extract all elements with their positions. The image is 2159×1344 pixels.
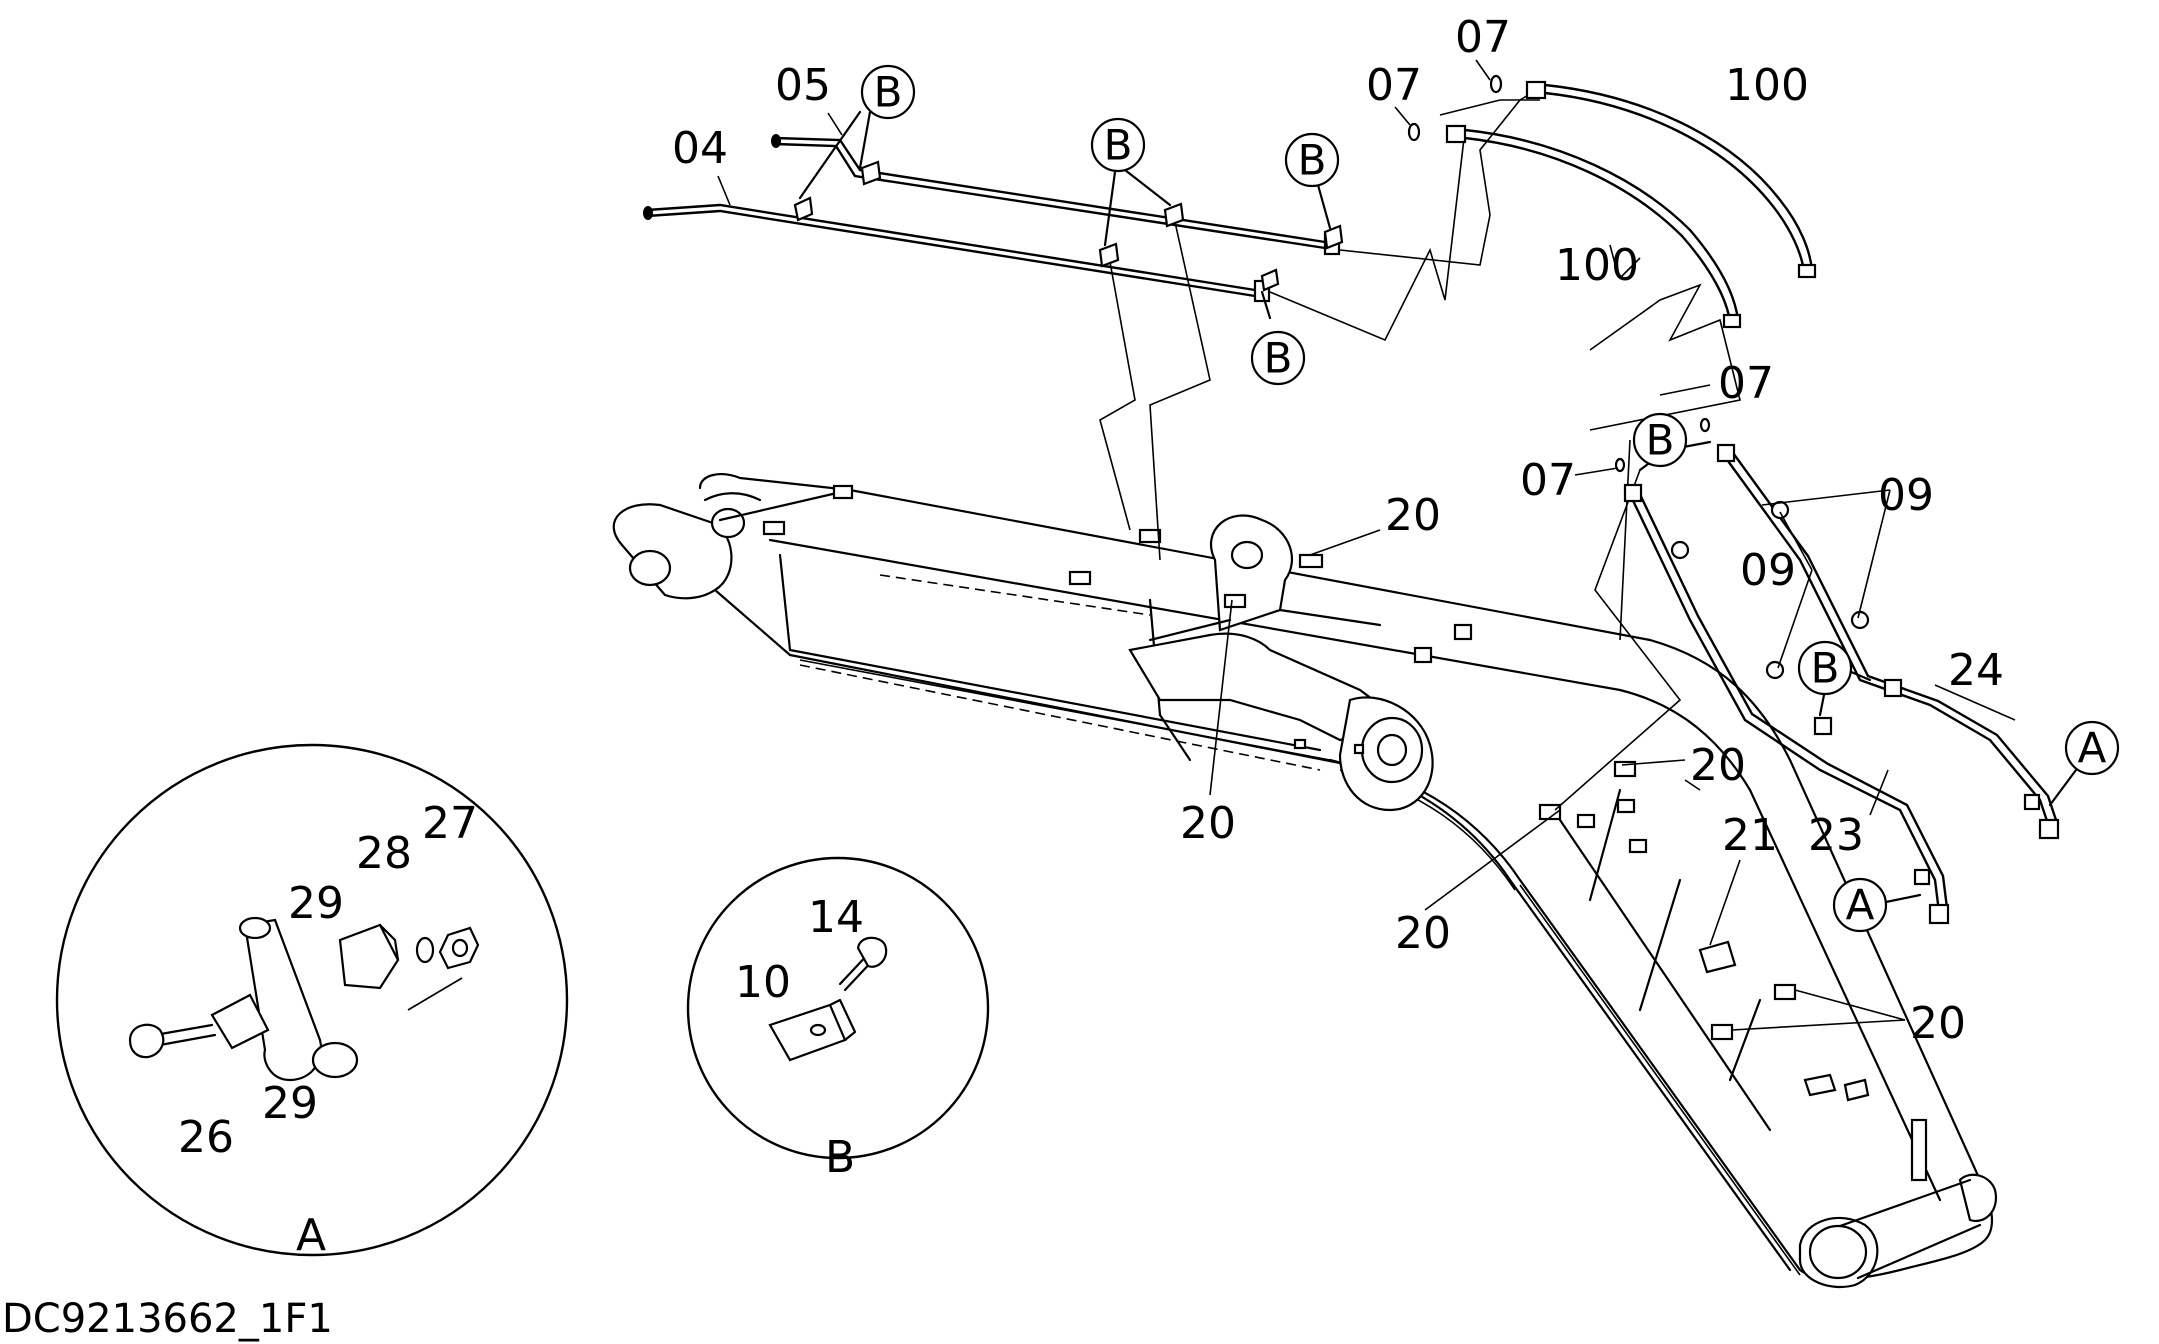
detail-view-a-title: A: [296, 1210, 326, 1261]
callout-b: B: [1090, 117, 1146, 173]
part-label-21: 21: [1722, 810, 1778, 861]
document-id: DC9213662_1F1: [2, 1296, 333, 1342]
svg-text:B: B: [1298, 136, 1327, 185]
callout-b: B: [1250, 330, 1306, 386]
part-label-26: 26: [178, 1112, 234, 1163]
part-label-20: 20: [1690, 740, 1746, 791]
part-label-100: 100: [1555, 240, 1639, 291]
part-label-20: 20: [1395, 908, 1451, 959]
detail-view-b: [686, 856, 990, 1160]
part-label-09: 09: [1740, 545, 1796, 596]
callout-a: A: [2064, 720, 2120, 776]
callout-b: B: [1797, 640, 1853, 696]
part-label-07: 07: [1366, 60, 1422, 111]
part-label-07: 07: [1718, 358, 1774, 409]
part-label-29: 29: [262, 1078, 318, 1129]
pipe-assembly-23-24: [1614, 417, 2060, 925]
pipe-assembly-04-05: [643, 134, 1344, 303]
part-label-24: 24: [1948, 645, 2004, 696]
part-label-10: 10: [735, 957, 791, 1008]
boom-body: [612, 473, 1998, 1289]
part-label-07: 07: [1455, 12, 1511, 63]
callout-b: B: [1632, 412, 1688, 468]
part-label-04: 04: [672, 123, 728, 174]
boom-clip-brackets: [762, 484, 1928, 1182]
svg-text:A: A: [1846, 881, 1875, 930]
part-label-05: 05: [775, 60, 831, 111]
callout-tags: B B B B B B A A: [860, 64, 2120, 933]
part-label-09: 09: [1878, 470, 1934, 521]
part-label-20: 20: [1910, 998, 1966, 1049]
part-number-labels: 04 05 07 07 100 100 07 07 09 09 20 20 20…: [178, 12, 2004, 1163]
detail-view-b-title: B: [825, 1132, 855, 1183]
svg-text:B: B: [1646, 416, 1675, 465]
hoses-100: [1407, 74, 1817, 329]
part-label-07: 07: [1520, 455, 1576, 506]
part-label-14: 14: [808, 892, 864, 943]
pipe-clamps: [793, 160, 1344, 292]
part-label-27: 27: [422, 798, 478, 849]
part-label-23: 23: [1808, 810, 1864, 861]
part-label-29: 29: [288, 878, 344, 929]
reference-leader-lines: [1099, 84, 1741, 811]
svg-text:B: B: [874, 68, 903, 117]
arm-pipe-clamps: [1623, 443, 2041, 886]
svg-text:B: B: [1264, 334, 1293, 383]
detail-view-a: [55, 743, 569, 1257]
svg-text:A: A: [2078, 724, 2107, 773]
svg-text:B: B: [1811, 644, 1840, 693]
part-label-100: 100: [1725, 60, 1809, 111]
callout-a: A: [1832, 877, 1888, 933]
part-label-28: 28: [356, 828, 412, 879]
callout-b: B: [860, 64, 916, 120]
part-label-20: 20: [1180, 798, 1236, 849]
svg-text:B: B: [1104, 121, 1133, 170]
callout-b: B: [1284, 132, 1340, 188]
callout-leaders: [717, 59, 2078, 1031]
part-label-20: 20: [1385, 490, 1441, 541]
